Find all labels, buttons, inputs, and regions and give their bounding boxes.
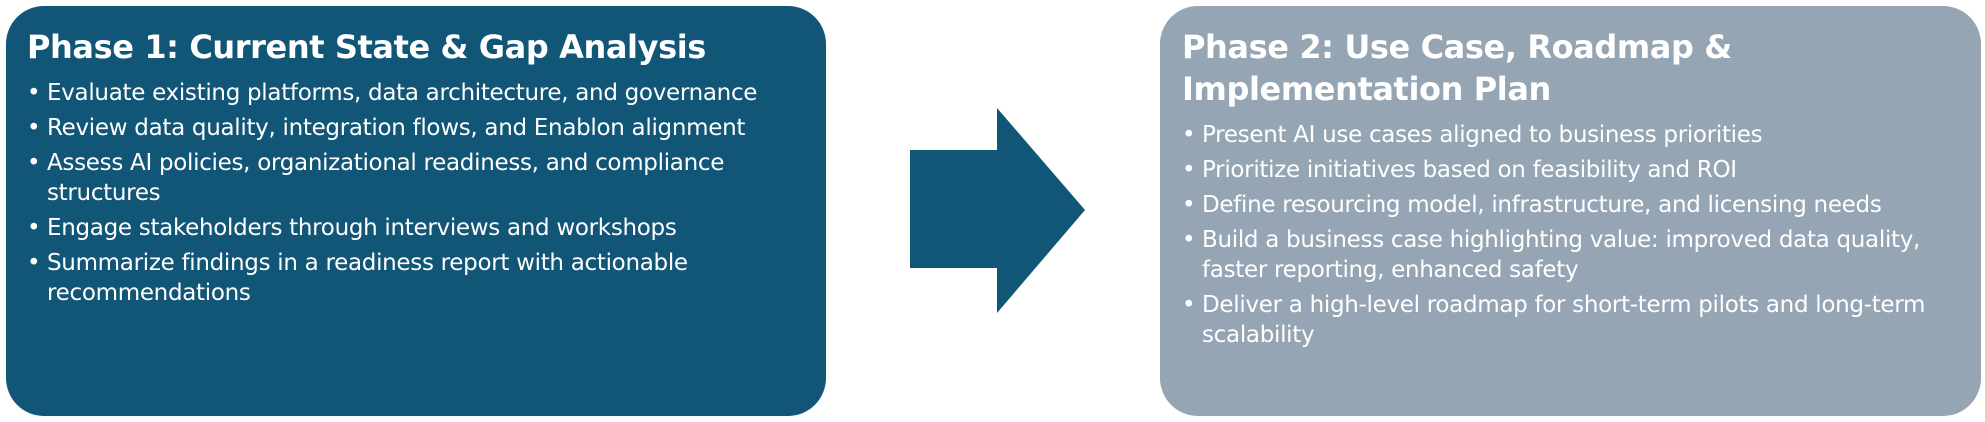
bullet-text: Build a business case highlighting value… [1202,227,1921,283]
bullet-dot: • [1182,192,1196,218]
phase-2-bullet: •Prioritize initiatives based on feasibi… [1182,155,1959,185]
bullet-text: Review data quality, integration flows, … [47,115,746,141]
phase-1-title: Phase 1: Current State & Gap Analysis [27,28,706,66]
phase-1-bullet-list: •Evaluate existing platforms, data archi… [27,78,804,308]
phase-1-bullet: •Summarize findings in a readiness repor… [27,248,804,308]
bullet-dot: • [27,215,41,241]
phase-2-bullet: •Present AI use cases aligned to busines… [1182,120,1959,150]
bullet-dot: • [27,250,41,276]
phase-2-bullet: •Build a business case highlighting valu… [1182,225,1959,285]
bullet-dot: • [27,150,41,176]
phase-2-bullet: •Deliver a high-level roadmap for short-… [1182,290,1959,350]
phase-2-box: Phase 2: Use Case, Roadmap & Implementat… [1160,6,1981,416]
bullet-text: Assess AI policies, organizational readi… [47,150,725,206]
phase-1-bullet: •Assess AI policies, organizational read… [27,148,804,208]
phase-1-bullet: •Review data quality, integration flows,… [27,113,804,143]
bullet-text: Deliver a high-level roadmap for short-t… [1202,292,1926,348]
bullet-text: Present AI use cases aligned to business… [1202,122,1763,148]
bullet-text: Prioritize initiatives based on feasibil… [1202,157,1737,183]
bullet-text: Evaluate existing platforms, data archit… [47,80,758,106]
right-arrow-icon [910,108,1085,313]
phase-2-bullet: •Define resourcing model, infrastructure… [1182,190,1959,220]
bullet-dot: • [27,80,41,106]
phase-1-bullet: •Engage stakeholders through interviews … [27,213,804,243]
bullet-dot: • [27,115,41,141]
phase-2-title: Phase 2: Use Case, Roadmap & Implementat… [1182,28,1732,108]
bullet-text: Engage stakeholders through interviews a… [47,215,677,241]
bullet-dot: • [1182,122,1196,148]
phase-1-box: Phase 1: Current State & Gap Analysis •E… [6,6,826,416]
phase-2-bullet-list: •Present AI use cases aligned to busines… [1182,120,1959,350]
bullet-text: Summarize findings in a readiness report… [47,250,688,306]
bullet-dot: • [1182,157,1196,183]
phase-1-bullet: •Evaluate existing platforms, data archi… [27,78,804,108]
bullet-dot: • [1182,227,1196,253]
right-arrow-shape [910,108,1085,313]
bullet-text: Define resourcing model, infrastructure,… [1202,192,1882,218]
bullet-dot: • [1182,292,1196,318]
